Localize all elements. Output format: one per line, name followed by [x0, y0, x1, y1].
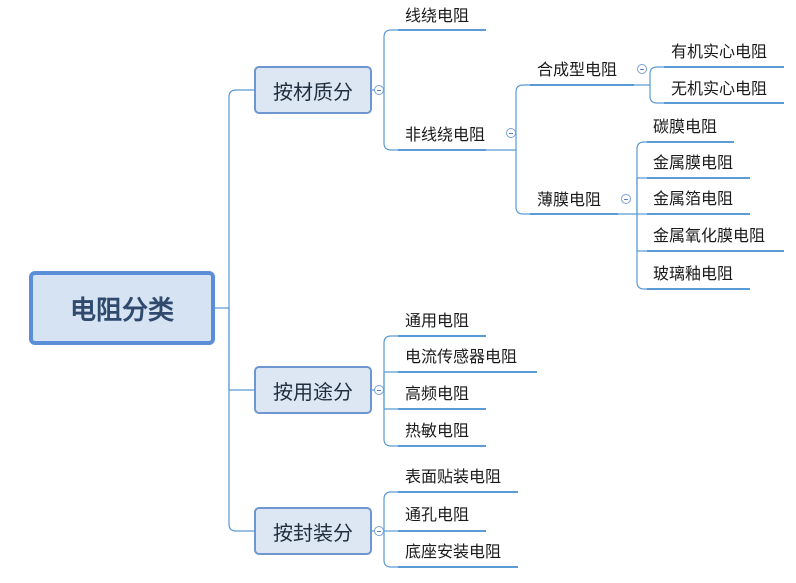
node-metal-foil[interactable]: 金属箔电阻 [653, 189, 734, 208]
collapse-minus-icon[interactable] [637, 64, 647, 74]
node-metal-oxide-film[interactable]: 金属氧化膜电阻 [653, 226, 766, 245]
node-wirewound[interactable]: 线绕电阻 [405, 6, 470, 25]
node-inorganic-solid[interactable]: 无机实心电阻 [671, 79, 768, 98]
branch-by-package[interactable]: 按封装分 [254, 507, 372, 555]
node-chassis-mount[interactable]: 底座安装电阻 [405, 542, 502, 561]
node-film[interactable]: 薄膜电阻 [537, 190, 602, 209]
node-carbon-film[interactable]: 碳膜电阻 [653, 117, 718, 136]
collapse-minus-icon[interactable] [374, 85, 384, 95]
node-through-hole[interactable]: 通孔电阻 [405, 505, 470, 524]
node-composition[interactable]: 合成型电阻 [537, 60, 618, 79]
node-current-sense[interactable]: 电流传感器电阻 [405, 347, 518, 366]
node-non-wirewound[interactable]: 非线绕电阻 [405, 125, 486, 144]
node-glass-glaze[interactable]: 玻璃釉电阻 [653, 264, 734, 283]
node-metal-film[interactable]: 金属膜电阻 [653, 153, 734, 172]
collapse-minus-icon[interactable] [374, 385, 384, 395]
branch-by-material[interactable]: 按材质分 [254, 66, 372, 114]
collapse-minus-icon[interactable] [506, 128, 516, 138]
branch-by-application[interactable]: 按用途分 [254, 366, 372, 414]
collapse-minus-icon[interactable] [374, 526, 384, 536]
node-thermistor[interactable]: 热敏电阻 [405, 421, 470, 440]
node-organic-solid[interactable]: 有机实心电阻 [671, 42, 768, 61]
collapse-minus-icon[interactable] [621, 194, 631, 204]
node-general-purpose[interactable]: 通用电阻 [405, 311, 470, 330]
root-node[interactable]: 电阻分类 [29, 271, 215, 345]
node-surface-mount[interactable]: 表面贴装电阻 [405, 467, 502, 486]
node-high-frequency[interactable]: 高频电阻 [405, 384, 470, 403]
